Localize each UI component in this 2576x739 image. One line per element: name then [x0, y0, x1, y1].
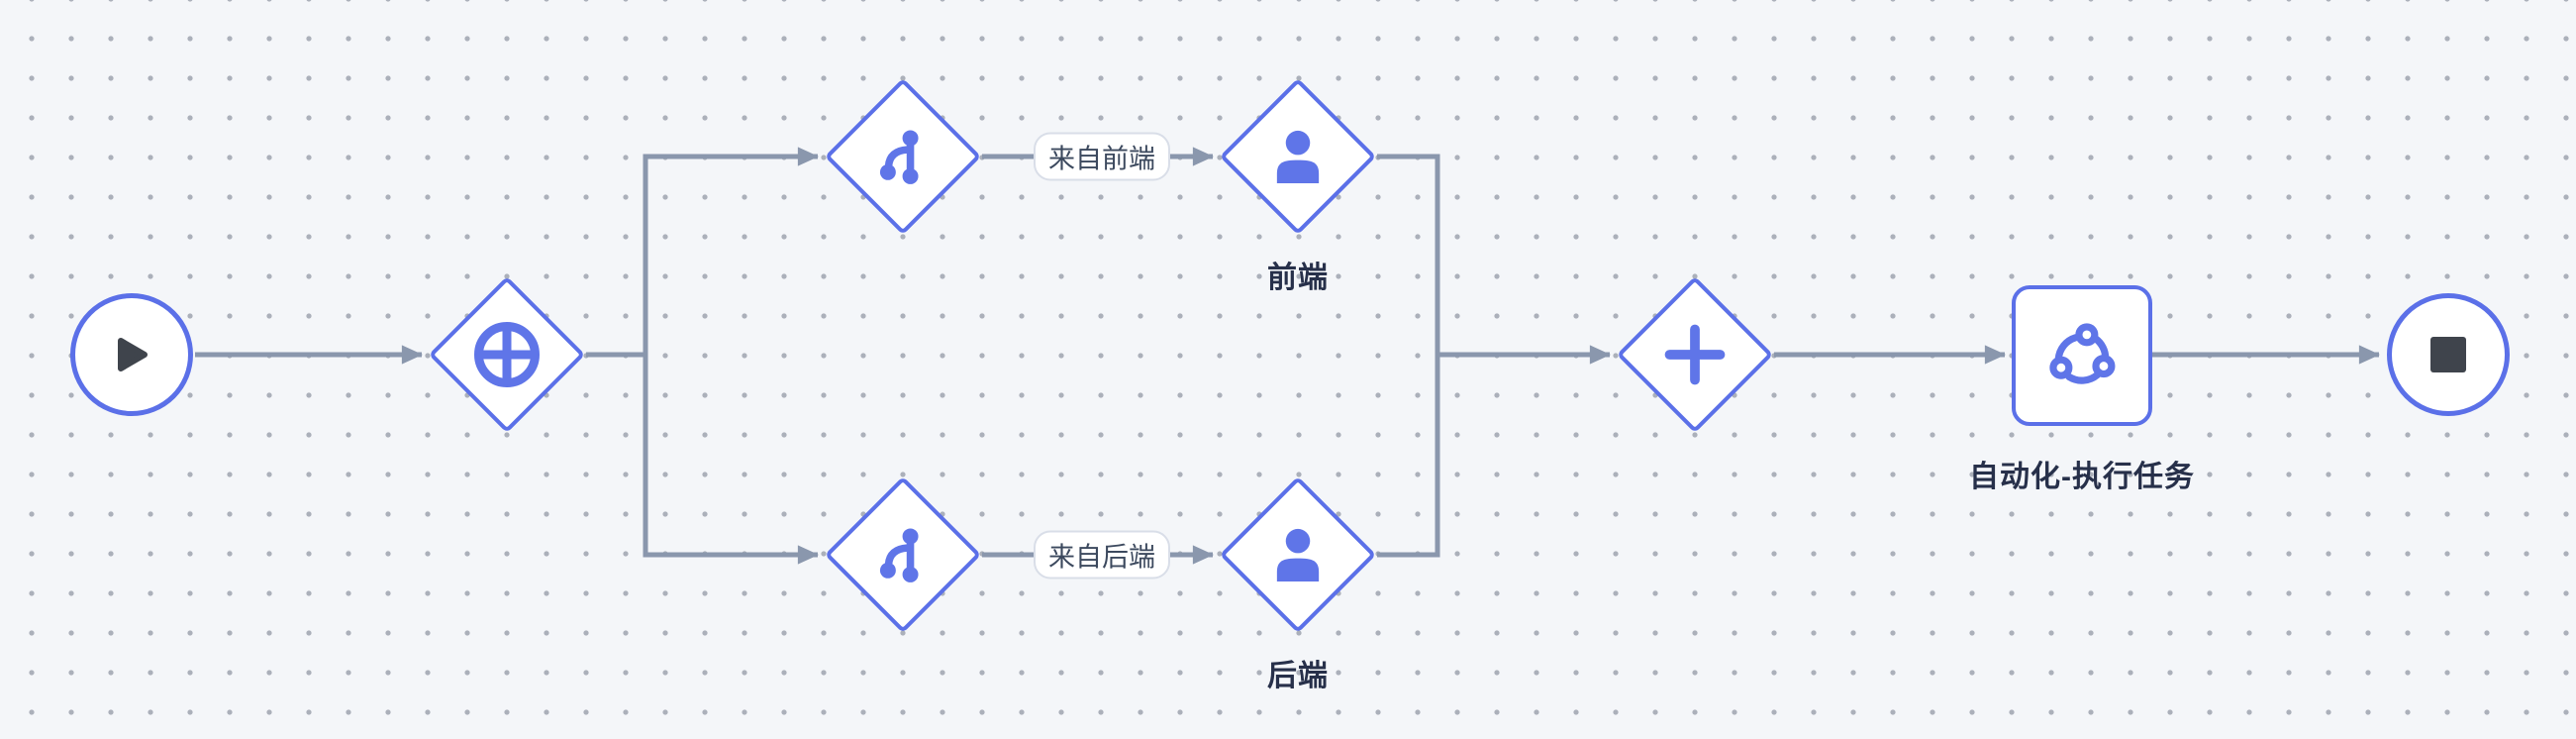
user-task-backend-node[interactable]: [1219, 475, 1377, 634]
automation-icon: [2049, 323, 2116, 384]
edge-user-bottom-to-merge[interactable]: [1377, 355, 1440, 558]
branch-gateway-bottom-node[interactable]: [824, 475, 982, 634]
edge-label-from-frontend[interactable]: 来自前端: [1034, 132, 1170, 181]
user-task-frontend-node[interactable]: [1219, 77, 1377, 236]
edge-user-top-to-merge[interactable]: [1377, 154, 1440, 355]
git-branch-icon: [879, 130, 919, 184]
edge-label-from-backend[interactable]: 来自后端: [1034, 530, 1170, 580]
parallel-split-gateway-node[interactable]: [428, 275, 586, 434]
plus-icon: [1664, 324, 1726, 385]
user-icon: [1276, 130, 1320, 183]
branch-gateway-top-node[interactable]: [824, 77, 982, 236]
end-event-node[interactable]: [2387, 293, 2510, 416]
stop-icon: [2430, 337, 2466, 372]
start-event-node[interactable]: [70, 293, 193, 416]
circle-plus-icon: [474, 322, 540, 387]
parallel-join-gateway-node[interactable]: [1616, 275, 1774, 434]
edge-split-to-branch-bottom[interactable]: [643, 355, 819, 565]
play-icon: [118, 338, 148, 371]
automation-task-label: 自动化-执行任务: [1969, 461, 2195, 493]
git-branch-icon: [879, 528, 919, 582]
user-task-frontend-label: 前端: [1267, 262, 1329, 294]
user-task-backend-label: 后端: [1267, 660, 1329, 692]
user-icon: [1276, 528, 1320, 581]
edge-split-to-branch-top[interactable]: [586, 147, 819, 358]
automation-task-node[interactable]: [2012, 285, 2152, 426]
